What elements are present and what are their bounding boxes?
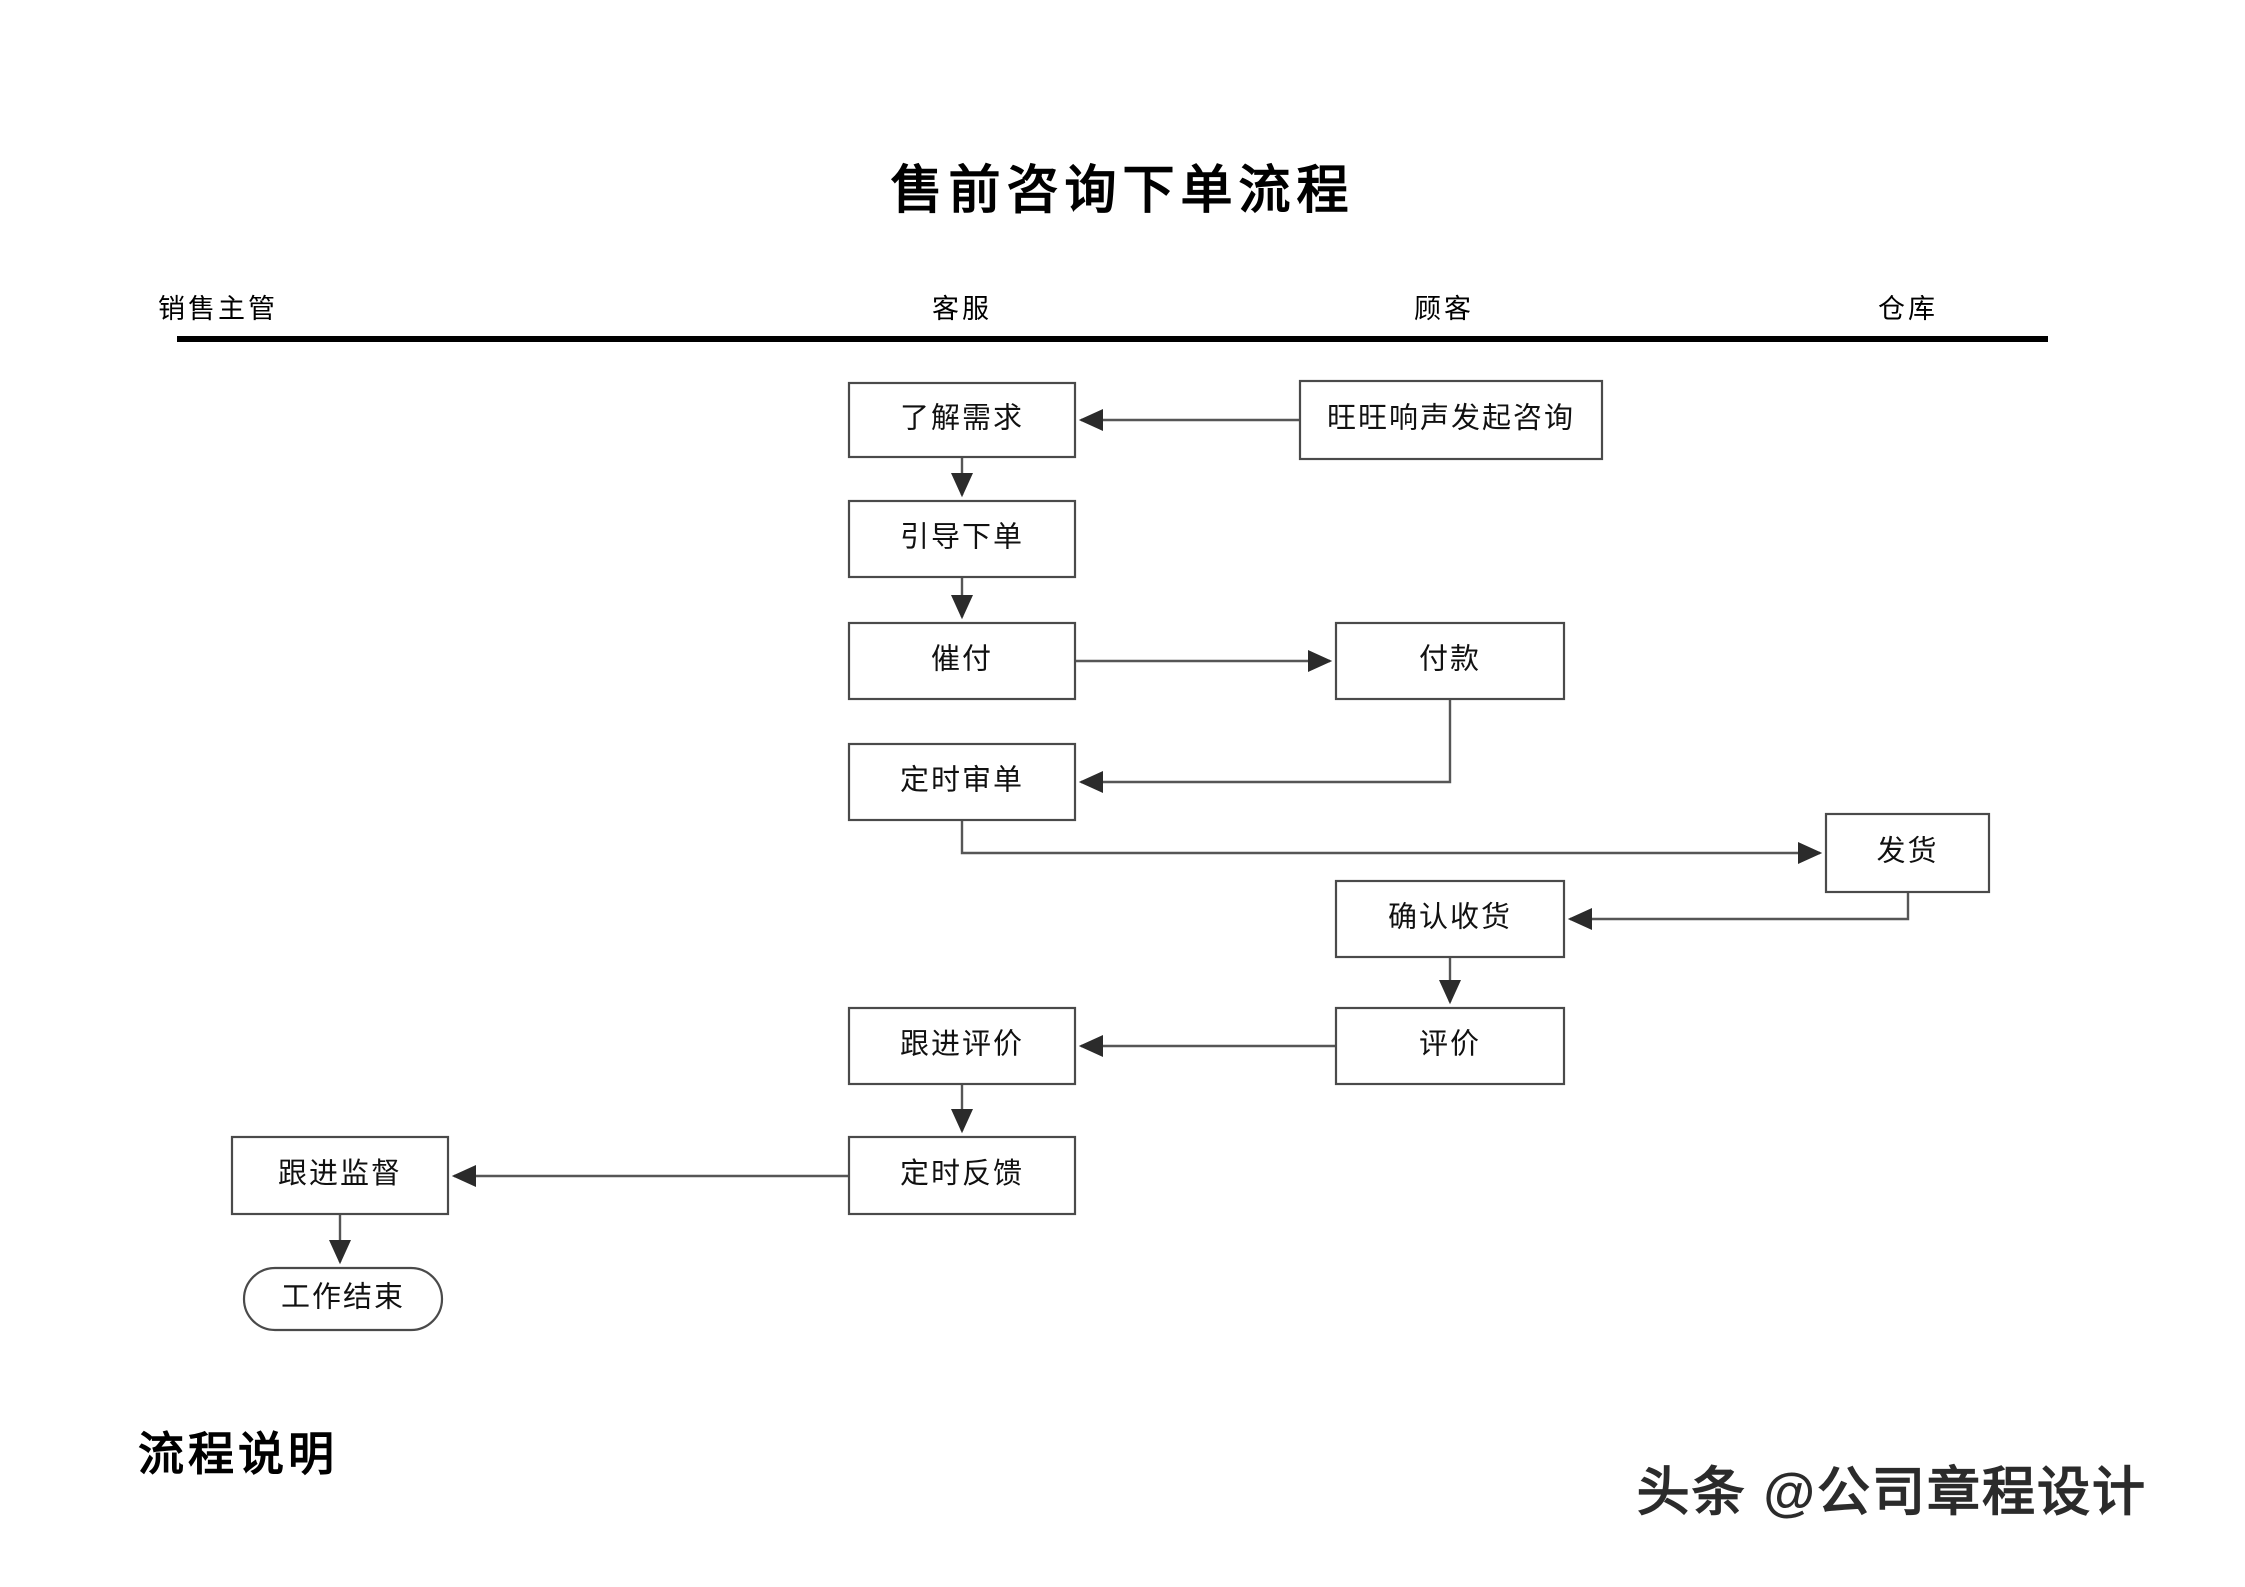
swimlane-label-customer: 顾客 <box>1414 294 1474 324</box>
node-scheduled-feedback-shape[interactable] <box>847 1135 1077 1216</box>
swimlane-label-sales-supervisor: 销售主管 <box>158 294 278 324</box>
node-follow-up-supervise[interactable]: 跟进监督 <box>230 1135 450 1216</box>
swimlane-header: 销售主管 客服 顾客 仓库 <box>158 294 2048 340</box>
node-payment-shape[interactable] <box>1334 621 1566 701</box>
node-urge-payment-shape[interactable] <box>847 621 1077 701</box>
node-guide-order-shape[interactable] <box>847 499 1077 579</box>
conn-review-to-ship <box>960 820 1823 864</box>
node-rating[interactable]: 评价 <box>1334 1006 1566 1086</box>
node-urge-payment-label: 催付 <box>931 643 993 676</box>
node-confirm-receipt[interactable]: 确认收货 <box>1334 879 1566 959</box>
node-follow-up-supervise-shape[interactable] <box>230 1135 450 1216</box>
node-understand-needs-shape[interactable] <box>847 381 1077 459</box>
node-work-end[interactable]: 工作结束 <box>242 1266 444 1332</box>
node-wangwang-inquiry-label: 旺旺响声发起咨询 <box>1327 402 1575 435</box>
node-wangwang-inquiry-shape[interactable] <box>1298 379 1604 461</box>
watermark-logo: 头条 @公司章程设计 <box>1636 1463 2147 1522</box>
swimlane-divider-rule <box>177 336 2048 342</box>
node-understand-needs-label: 了解需求 <box>900 402 1024 435</box>
node-scheduled-feedback[interactable]: 定时反馈 <box>847 1135 1077 1216</box>
node-follow-up-review-shape[interactable] <box>847 1006 1077 1086</box>
node-payment[interactable]: 付款 <box>1334 621 1566 701</box>
node-scheduled-feedback-label: 定时反馈 <box>900 1157 1024 1190</box>
node-work-end-shape[interactable] <box>242 1266 444 1332</box>
node-scheduled-review[interactable]: 定时审单 <box>847 742 1077 822</box>
node-work-end-label: 工作结束 <box>281 1281 405 1314</box>
node-follow-up-supervise-label: 跟进监督 <box>278 1157 402 1190</box>
swimlane-label-customer-service: 客服 <box>932 294 992 324</box>
node-ship-goods[interactable]: 发货 <box>1824 812 1991 894</box>
node-rating-label: 评价 <box>1419 1029 1481 1061</box>
section-heading-process-description: 流程说明 <box>138 1429 338 1480</box>
node-understand-needs[interactable]: 了解需求 <box>847 381 1077 459</box>
node-wangwang-inquiry[interactable]: 旺旺响声发起咨询 <box>1298 379 1604 461</box>
node-guide-order[interactable]: 引导下单 <box>847 499 1077 579</box>
node-ship-goods-shape[interactable] <box>1824 812 1991 894</box>
node-follow-up-review[interactable]: 跟进评价 <box>847 1006 1077 1086</box>
node-confirm-receipt-shape[interactable] <box>1334 879 1566 959</box>
conn-payment-to-review <box>1078 699 1452 793</box>
node-guide-order-label: 引导下单 <box>900 521 1024 554</box>
connector-layer <box>329 409 1910 1265</box>
node-urge-payment[interactable]: 催付 <box>847 621 1077 701</box>
node-follow-up-review-label: 跟进评价 <box>900 1029 1024 1061</box>
node-scheduled-review-shape[interactable] <box>847 742 1077 822</box>
node-rating-shape[interactable] <box>1334 1006 1566 1086</box>
swimlane-label-warehouse: 仓库 <box>1878 294 1938 324</box>
node-ship-goods-label: 发货 <box>1876 835 1938 868</box>
node-payment-label: 付款 <box>1419 643 1481 676</box>
page-title: 售前咨询下单流程 <box>890 163 1355 220</box>
node-confirm-receipt-label: 确认收货 <box>1388 901 1512 934</box>
conn-ship-to-confirm <box>1567 892 1910 930</box>
node-scheduled-review-label: 定时审单 <box>900 764 1024 797</box>
